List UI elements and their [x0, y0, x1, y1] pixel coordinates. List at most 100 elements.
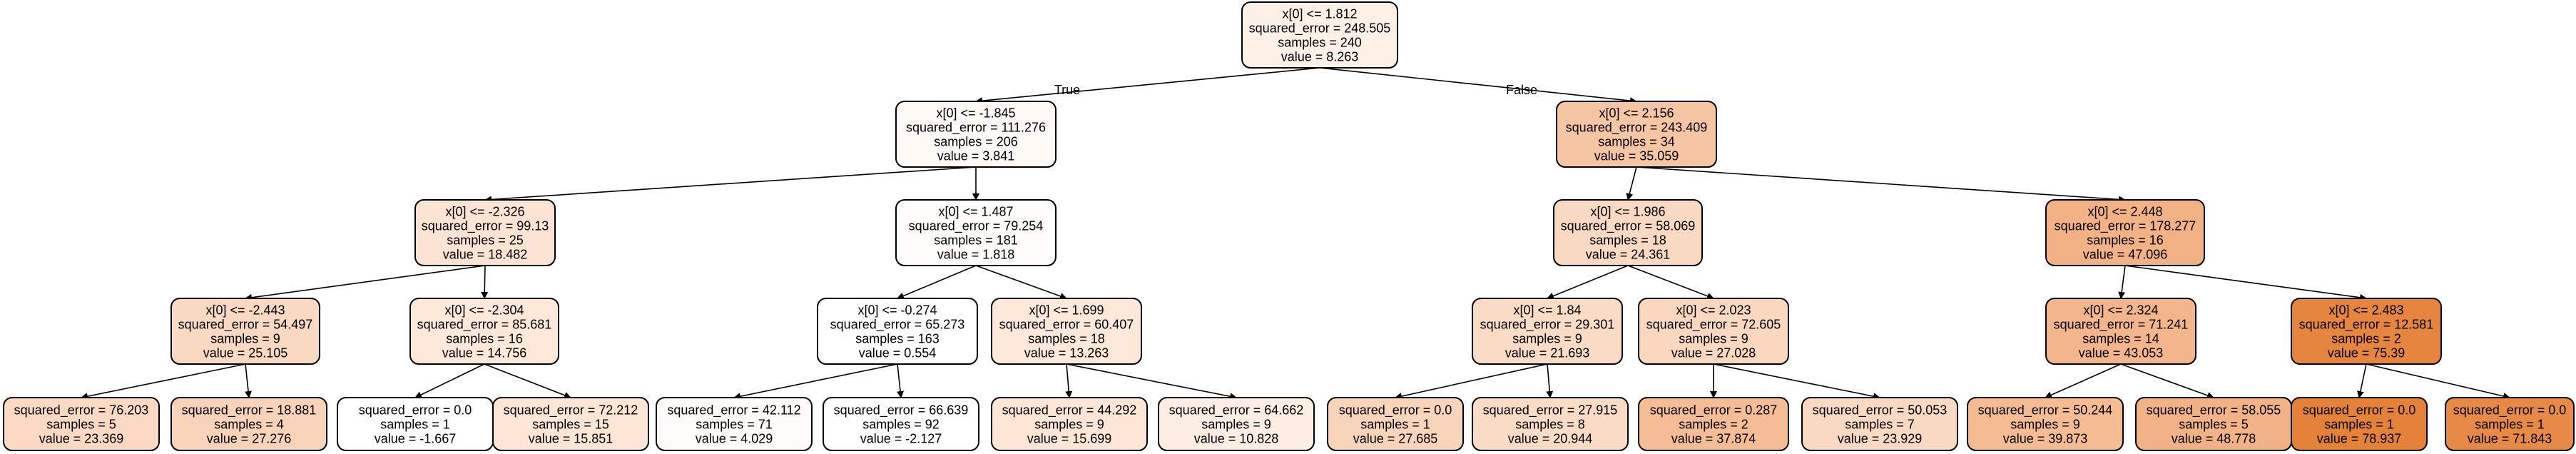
node-samples: samples = 9 [1512, 331, 1582, 345]
node-samples: samples = 1 [1360, 417, 1430, 431]
node-box [991, 298, 1142, 365]
node-samples: samples = 9 [1034, 417, 1104, 431]
node-value: value = 13.263 [1024, 345, 1109, 360]
node-box [895, 101, 1057, 168]
node-value: value = 1.818 [937, 247, 1015, 261]
node-box [3, 397, 160, 451]
node-value: value = 37.874 [1671, 431, 1756, 445]
node-value: value = 48.778 [2172, 431, 2256, 445]
tree-edge [2120, 363, 2214, 399]
node-squared-error: squared_error = 65.273 [830, 317, 965, 332]
node-split-condition: x[0] <= -1.845 [936, 106, 1015, 120]
tree-edge [897, 265, 977, 300]
node-split-condition: x[0] <= -2.326 [445, 204, 524, 218]
node-box [170, 397, 327, 451]
node-value: value = 21.693 [1505, 345, 1590, 360]
node-value: value = 4.029 [696, 431, 773, 445]
node-squared-error: squared_error = 0.0 [359, 403, 472, 418]
node-squared-error: squared_error = 0.0 [2303, 403, 2416, 418]
node-squared-error: squared_error = 27.915 [1483, 403, 1618, 418]
node-value: value = 27.276 [207, 431, 292, 445]
node-squared-error: squared_error = 66.639 [834, 403, 969, 418]
node-samples: samples = 9 [210, 331, 280, 345]
node-box [1801, 397, 1958, 451]
node-squared-error: squared_error = 0.0 [1339, 403, 1452, 418]
tree-edge [2118, 265, 2126, 299]
node-box [1241, 1, 1398, 69]
node-box [656, 397, 813, 451]
tree-edge [1319, 67, 1637, 105]
node-squared-error: squared_error = 111.276 [906, 120, 1046, 135]
node-samples: samples = 16 [2087, 233, 2164, 247]
node-squared-error: squared_error = 60.407 [999, 317, 1134, 332]
node-value: value = 18.482 [443, 247, 528, 261]
tree-edge [245, 265, 486, 301]
node-box [1327, 397, 1464, 451]
node-squared-error: squared_error = 58.069 [1561, 218, 1696, 233]
node-samples: samples = 1 [380, 417, 450, 431]
tree-edge [414, 363, 485, 398]
node-box [1638, 397, 1789, 451]
node-value: value = -2.127 [860, 431, 942, 445]
node-box [817, 298, 978, 365]
tree-edge [1713, 363, 1880, 400]
tree-edge [2366, 363, 2510, 400]
node-squared-error: squared_error = 44.292 [1002, 403, 1137, 418]
node-squared-error: squared_error = 42.112 [667, 403, 800, 418]
tree-edge [1546, 363, 1554, 398]
node-samples: samples = 206 [934, 134, 1018, 148]
node-split-condition: x[0] <= -0.274 [857, 303, 937, 317]
edge-label-true: True [1054, 83, 1080, 97]
node-box [823, 397, 979, 451]
node-squared-error: squared_error = 72.605 [1646, 317, 1781, 332]
node-box [991, 397, 1148, 451]
node-box [1638, 298, 1789, 365]
node-box [414, 199, 556, 266]
node-box [1967, 397, 2124, 451]
node-value: value = 23.369 [39, 431, 124, 445]
tree-edge [1066, 363, 1237, 400]
node-split-condition: x[0] <= -2.304 [444, 303, 524, 317]
tree-edge [975, 265, 1067, 300]
node-box [1472, 397, 1629, 451]
node-value: value = 27.028 [1671, 345, 1756, 360]
node-squared-error: squared_error = 58.055 [2147, 403, 2281, 418]
node-value: value = 71.843 [2468, 431, 2552, 445]
node-squared-error: squared_error = 178.277 [2055, 218, 2196, 233]
tree-edge [2356, 363, 2367, 398]
node-value: value = 3.841 [937, 148, 1015, 163]
node-split-condition: x[0] <= 1.986 [1590, 204, 1665, 218]
node-box [1556, 101, 1717, 168]
node-samples: samples = 34 [1598, 134, 1675, 148]
node-split-condition: x[0] <= 2.483 [2328, 303, 2403, 317]
node-samples: samples = 16 [446, 331, 523, 345]
node-squared-error: squared_error = 50.053 [1813, 403, 1948, 418]
node-squared-error: squared_error = 64.662 [1169, 403, 1304, 418]
node-value: value = 20.944 [1508, 431, 1593, 445]
node-squared-error: squared_error = 243.409 [1566, 120, 1708, 135]
tree-edge [1626, 166, 1637, 201]
node-box [2045, 298, 2196, 365]
node-samples: samples = 181 [934, 233, 1018, 247]
node-value: value = 78.937 [2317, 431, 2402, 445]
node-squared-error: squared_error = 72.212 [504, 403, 638, 418]
tree-edge [975, 67, 1320, 105]
node-samples: samples = 14 [2082, 331, 2159, 345]
node-squared-error: squared_error = 248.505 [1249, 21, 1391, 36]
node-samples: samples = 163 [855, 331, 940, 345]
tree-edge [2124, 265, 2367, 301]
node-samples: samples = 7 [1845, 417, 1915, 431]
